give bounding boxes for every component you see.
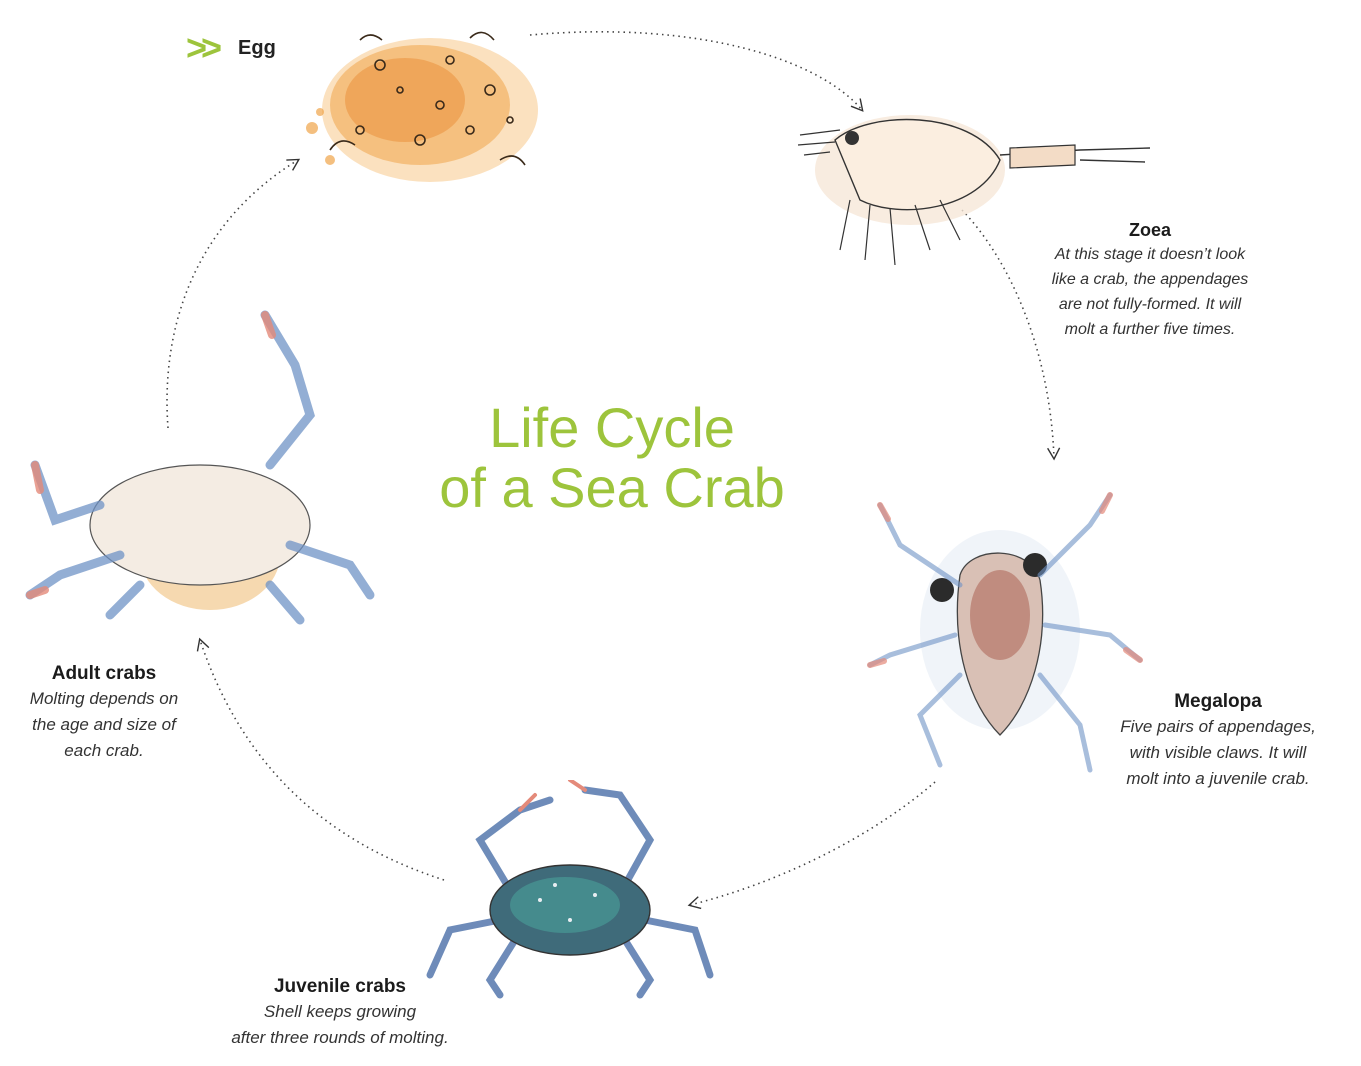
megalopa-desc-line: Five pairs of appendages, (1085, 714, 1351, 740)
zoea-desc-line: like a crab, the appendages (1020, 267, 1280, 292)
juvenile-desc-line: after three rounds of molting. (190, 1025, 490, 1051)
adult-desc-line: the age and size of (0, 712, 208, 738)
megalopa-stage-name: Megalopa (1085, 690, 1351, 714)
diagram-title: Life Cycle of a Sea Crab (392, 398, 832, 518)
megalopa-label: Megalopa Five pairs of appendages, with … (1085, 690, 1351, 792)
arrow-egg-to-zoea (530, 32, 862, 110)
arrow-megalopa-to-juvenile (690, 782, 935, 905)
adult-stage-name: Adult crabs (0, 662, 208, 686)
adult-label: Adult crabs Molting depends on the age a… (0, 662, 208, 764)
megalopa-desc-line: with visible claws. It will (1085, 740, 1351, 766)
zoea-desc-line: are not fully-formed. It will (1020, 292, 1280, 317)
zoea-desc-line: molt a further five times. (1020, 317, 1280, 342)
egg-label: >> Egg (186, 30, 276, 66)
juvenile-stage-name: Juvenile crabs (190, 975, 490, 999)
egg-cluster-illustration (300, 20, 550, 190)
juvenile-label: Juvenile crabs Shell keeps growing after… (190, 975, 490, 1051)
juvenile-crab-illustration (420, 780, 720, 1005)
megalopa-desc-line: molt into a juvenile crab. (1085, 766, 1351, 792)
zoea-label: Zoea At this stage it doesn’t look like … (1020, 218, 1280, 342)
zoea-desc-line: At this stage it doesn’t look (1020, 242, 1280, 267)
title-line-2: of a Sea Crab (392, 458, 832, 518)
adult-desc-line: Molting depends on (0, 686, 208, 712)
juvenile-desc-line: Shell keeps growing (190, 999, 490, 1025)
zoea-stage-name: Zoea (1020, 218, 1280, 242)
arrow-juvenile-to-adult (200, 640, 444, 880)
title-line-1: Life Cycle (392, 398, 832, 458)
adult-crab-illustration (10, 305, 385, 635)
adult-desc-line: each crab. (0, 738, 208, 764)
egg-stage-name: Egg (238, 37, 276, 60)
double-chevron-icon: >> (186, 30, 216, 66)
